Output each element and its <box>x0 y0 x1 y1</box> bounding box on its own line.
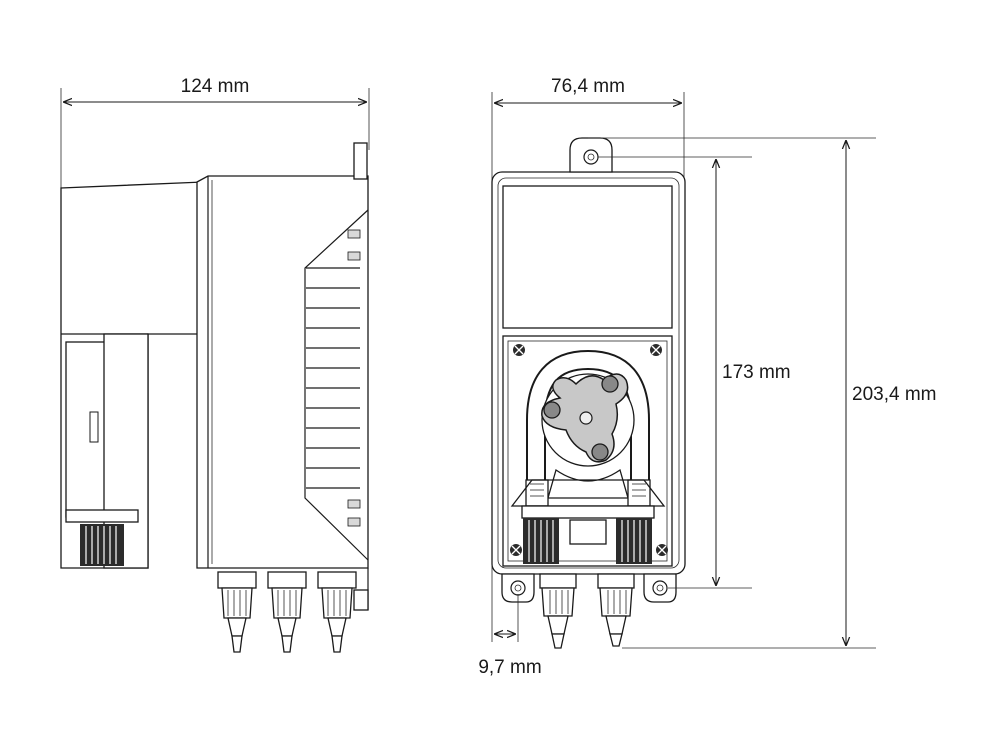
pump-rotor <box>541 373 629 463</box>
front-cover-window <box>502 185 673 329</box>
outlet-connector <box>616 518 652 564</box>
front-top-mount-lug <box>569 137 613 173</box>
side-view: 124 mm <box>60 76 370 653</box>
total-height-label: 203,4 mm <box>852 384 936 405</box>
front-width-label: 76,4 mm <box>551 76 625 97</box>
hole-spacing-label: 173 mm <box>722 362 791 383</box>
front-fitting-outlet <box>597 573 635 647</box>
side-fitting-3 <box>317 571 357 653</box>
side-main-housing <box>196 175 369 569</box>
side-fitting-2 <box>267 571 307 653</box>
screw-icon <box>650 344 662 356</box>
side-panel-slot <box>89 411 99 443</box>
bottom-mount-lug-right <box>643 573 677 603</box>
hole-offset-label: 9,7 mm <box>478 657 541 678</box>
screw-icon <box>656 544 668 556</box>
center-block <box>569 519 607 545</box>
screw-icon <box>510 544 522 556</box>
side-fitting-1 <box>217 571 257 653</box>
bottom-mount-lug-left <box>501 573 535 603</box>
side-cooling-ribs <box>306 229 361 527</box>
side-tube-connector <box>80 524 124 566</box>
peristaltic-tube <box>526 349 650 490</box>
side-width-label: 124 mm <box>181 76 250 97</box>
front-fitting-inlet <box>539 573 577 649</box>
side-top-tab <box>353 142 368 180</box>
side-front-panel <box>65 341 107 518</box>
bottom-mount-hole-right <box>652 580 668 596</box>
inlet-connector <box>523 518 559 564</box>
front-view: 76,4 mm <box>478 76 936 678</box>
screw-icon <box>513 344 525 356</box>
